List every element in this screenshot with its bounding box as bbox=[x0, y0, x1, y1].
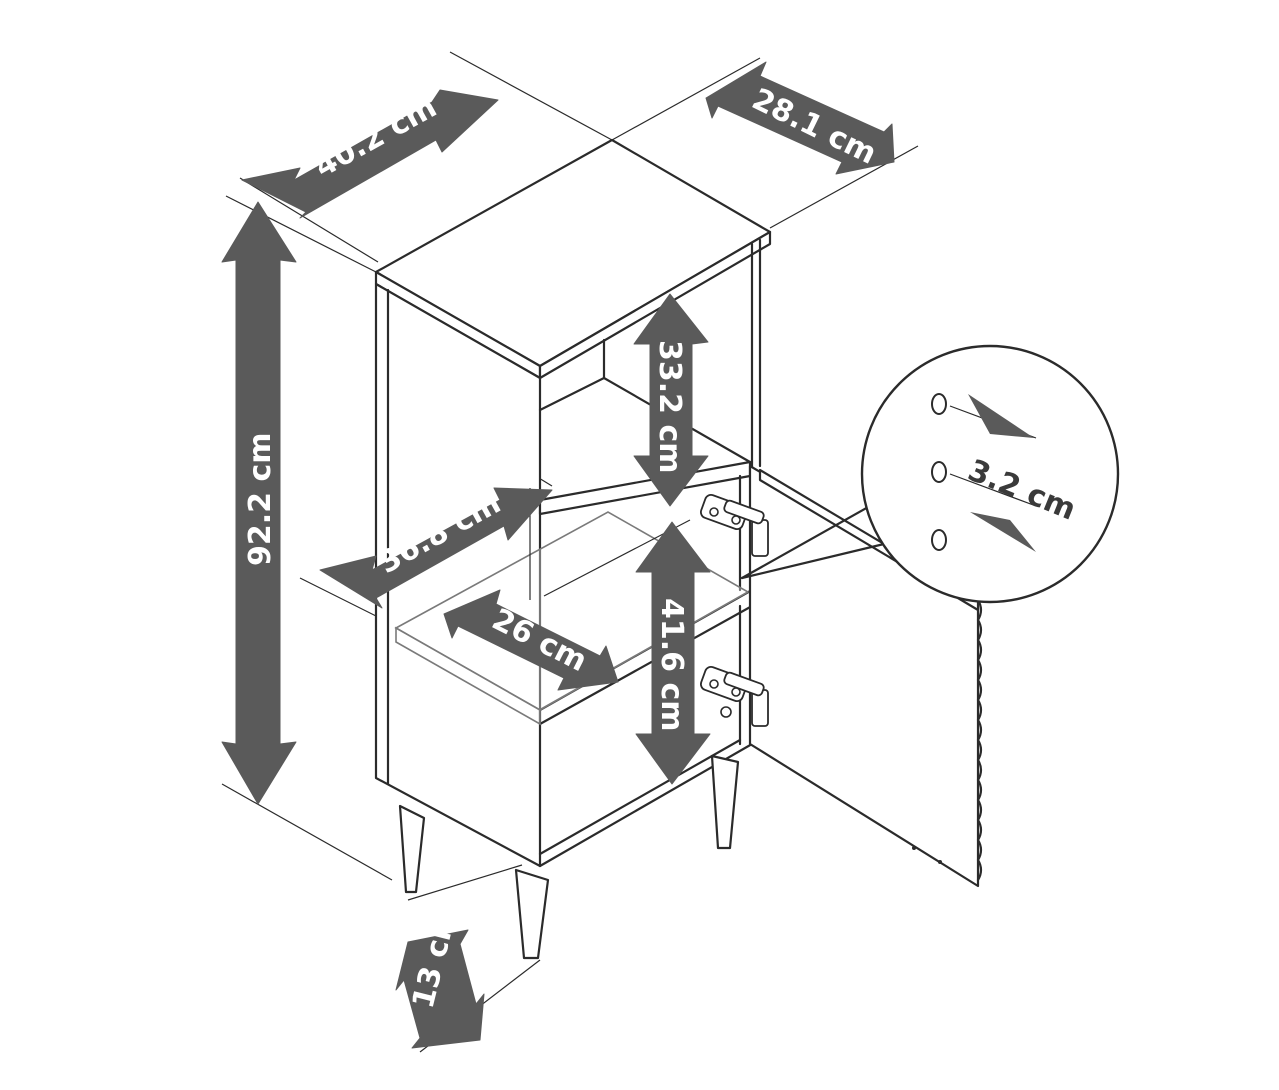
shelf-pin-hole bbox=[931, 393, 947, 415]
cabinet-body bbox=[374, 138, 772, 868]
leg-height-arrow bbox=[395, 929, 485, 1049]
lower-shelf-height-arrow bbox=[635, 521, 711, 785]
hole-spacing-arrow-top bbox=[968, 394, 1034, 438]
extension-lines bbox=[221, 51, 919, 1053]
depth-arrow bbox=[705, 61, 895, 175]
legs bbox=[398, 754, 740, 960]
lower-shelf-height-label: 41.6 cm bbox=[654, 598, 689, 732]
upper-hinge bbox=[700, 493, 769, 557]
leg-front-left bbox=[398, 804, 426, 894]
detail-callout-lines bbox=[740, 504, 886, 580]
hole-spacing-arrow-bottom bbox=[970, 512, 1036, 552]
width-arrow bbox=[241, 89, 499, 219]
shelf-depth-arrow bbox=[443, 589, 619, 691]
height-label: 92.2 cm bbox=[243, 432, 278, 566]
lower-hinge bbox=[700, 665, 769, 727]
shelf-width-arrow bbox=[319, 487, 553, 609]
shelf-pin-hole bbox=[931, 461, 947, 483]
hole-spacing-detail bbox=[860, 344, 1120, 604]
height-arrow bbox=[221, 201, 297, 805]
leg-front-right bbox=[514, 868, 550, 960]
upper-shelf-height-arrow bbox=[633, 293, 709, 507]
upper-shelf-height-label: 33.2 cm bbox=[652, 340, 687, 474]
shelf-pin-hole bbox=[931, 529, 947, 551]
leg-back-right bbox=[710, 754, 740, 850]
